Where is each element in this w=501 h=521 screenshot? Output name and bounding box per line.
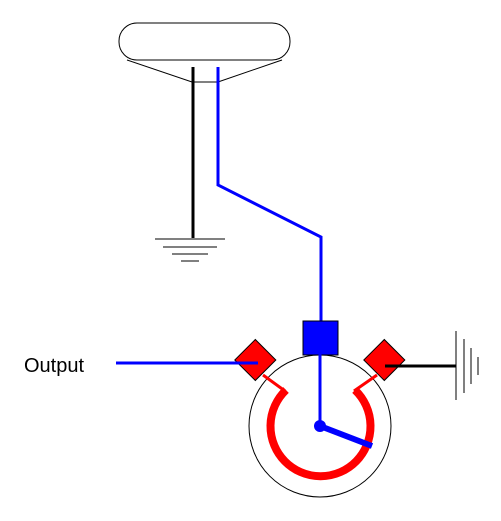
wiper-pivot (314, 420, 326, 432)
output-label: Output (24, 355, 84, 377)
wiper-arm (318, 423, 374, 449)
ground-symbol-icon (155, 238, 225, 262)
left-terminal (234, 338, 277, 382)
potentiometer-icon (234, 320, 406, 498)
pickup-icon (118, 22, 291, 83)
right-terminal (363, 338, 406, 382)
left-terminal-lead (262, 373, 286, 393)
pickup-hot-wire (216, 67, 323, 322)
ground-symbol-icon (455, 331, 479, 400)
resistive-track (266, 387, 375, 481)
right-terminal-lead (353, 373, 378, 393)
